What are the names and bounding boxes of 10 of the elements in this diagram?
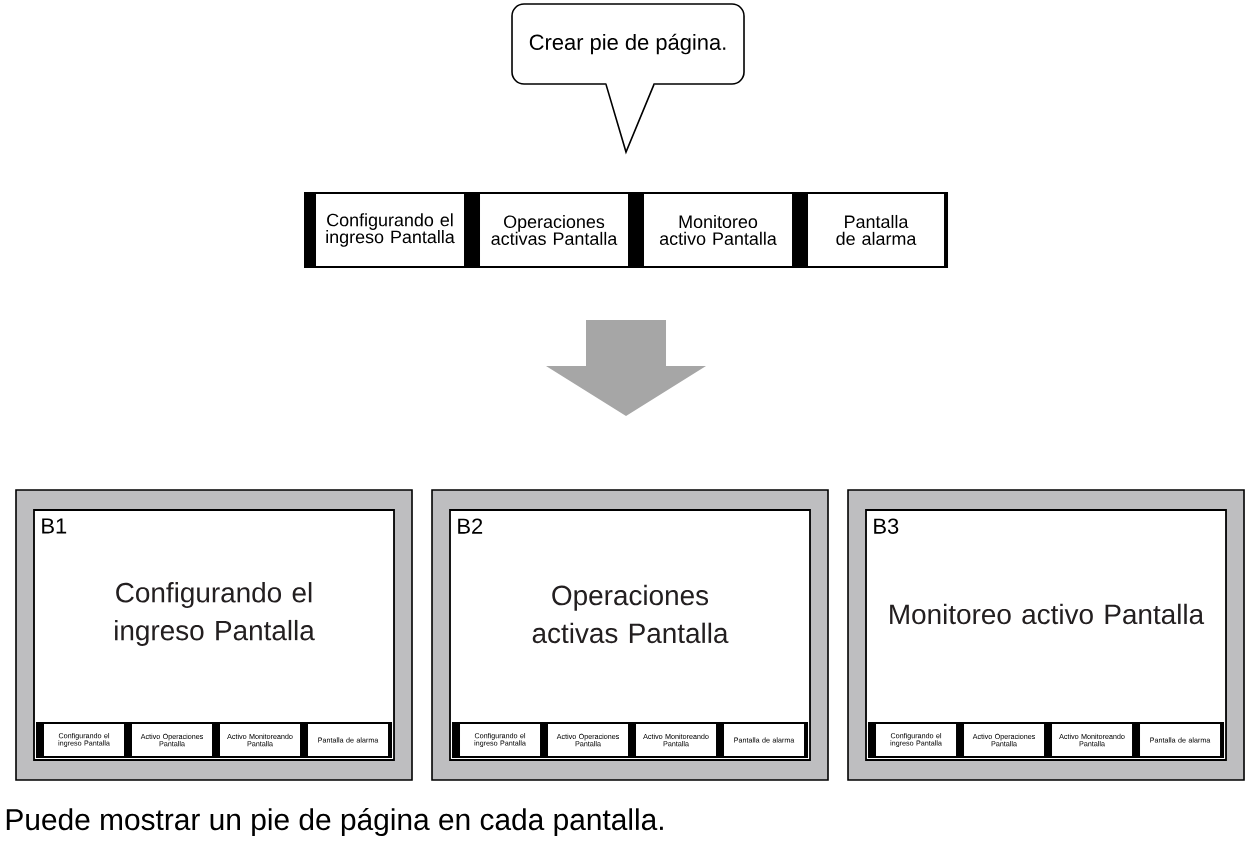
node-label: Monitoreo activo Pantalla <box>659 214 777 246</box>
node-label: Configurando el ingreso Pantalla <box>326 213 455 247</box>
speech-bubble: Crear pie de página. <box>511 3 745 155</box>
node-label: Pantalla de alarma <box>836 214 917 246</box>
footer-button: Configurando el ingreso Pantalla <box>316 194 464 266</box>
footer-button: Monitoreo activo Pantalla <box>644 194 792 266</box>
footer-button: Pantalla de alarma <box>808 194 944 266</box>
node-label: Operaciones activas Pantalla <box>491 214 618 246</box>
caption: Puede mostrar un pie de página en cada pantalla. <box>6 807 663 837</box>
footer-button: Operaciones activas Pantalla <box>480 194 628 266</box>
